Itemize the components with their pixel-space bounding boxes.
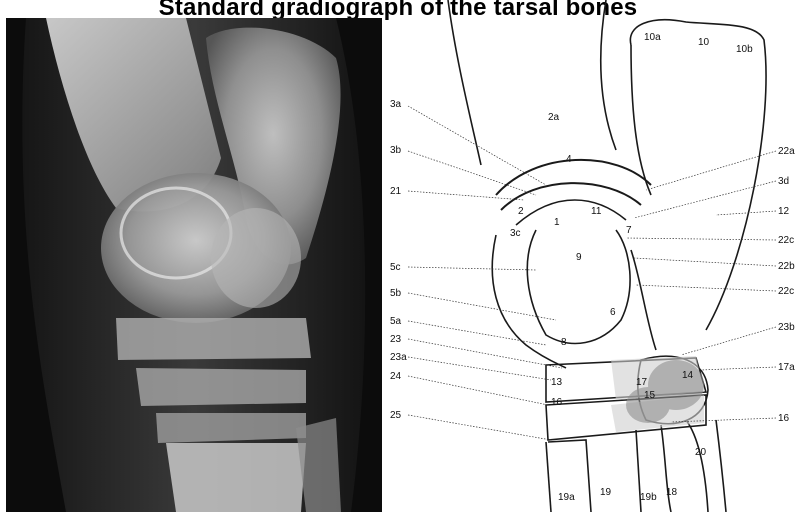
label-5a: 5a [390, 316, 402, 327]
anatomical-diagram: 3a 3b 21 5c 5b 5a 23 23a 24 25 22a 3d 12… [386, 0, 796, 512]
radiograph-image [6, 18, 382, 512]
label-17a: 17a [778, 362, 795, 373]
label-19: 19 [600, 487, 612, 498]
talus-outline [527, 230, 630, 343]
label-10b: 10b [736, 44, 753, 55]
label-16-inner: 16 [551, 397, 563, 408]
label-9: 9 [576, 252, 582, 263]
label-22a: 22a [778, 146, 795, 157]
label-24: 24 [390, 371, 402, 382]
label-2: 2 [518, 206, 524, 217]
label-2a: 2a [548, 112, 560, 123]
label-19b: 19b [640, 492, 657, 503]
leader-lines [408, 106, 776, 440]
label-3a: 3a [390, 99, 402, 110]
label-1: 1 [554, 217, 560, 228]
label-25: 25 [390, 410, 402, 421]
label-23: 23 [390, 334, 402, 345]
label-22b: 22b [778, 261, 795, 272]
label-22c-upper: 22c [778, 235, 794, 246]
label-8: 8 [561, 337, 567, 348]
label-7: 7 [626, 225, 632, 236]
label-3c: 3c [510, 228, 521, 239]
label-5b: 5b [390, 288, 402, 299]
label-21: 21 [390, 186, 402, 197]
label-3b: 3b [390, 145, 402, 156]
label-4: 4 [566, 154, 572, 165]
label-6: 6 [610, 307, 616, 318]
label-10: 10 [698, 37, 710, 48]
label-12: 12 [778, 206, 790, 217]
tibia-outline [448, 0, 481, 165]
label-23a: 23a [390, 352, 407, 363]
label-14: 14 [682, 370, 694, 381]
label-22c-lower: 22c [778, 286, 794, 297]
calcaneus-outline [630, 20, 766, 330]
label-17: 17 [636, 377, 648, 388]
label-13: 13 [551, 377, 563, 388]
label-19a: 19a [558, 492, 575, 503]
label-15: 15 [644, 390, 656, 401]
label-20: 20 [695, 447, 707, 458]
label-16-right: 16 [778, 413, 790, 424]
label-11: 11 [591, 206, 602, 217]
label-5c: 5c [390, 262, 401, 273]
label-3d: 3d [778, 176, 789, 187]
label-18: 18 [666, 487, 678, 498]
label-10a: 10a [644, 32, 661, 43]
label-23b: 23b [778, 322, 795, 333]
